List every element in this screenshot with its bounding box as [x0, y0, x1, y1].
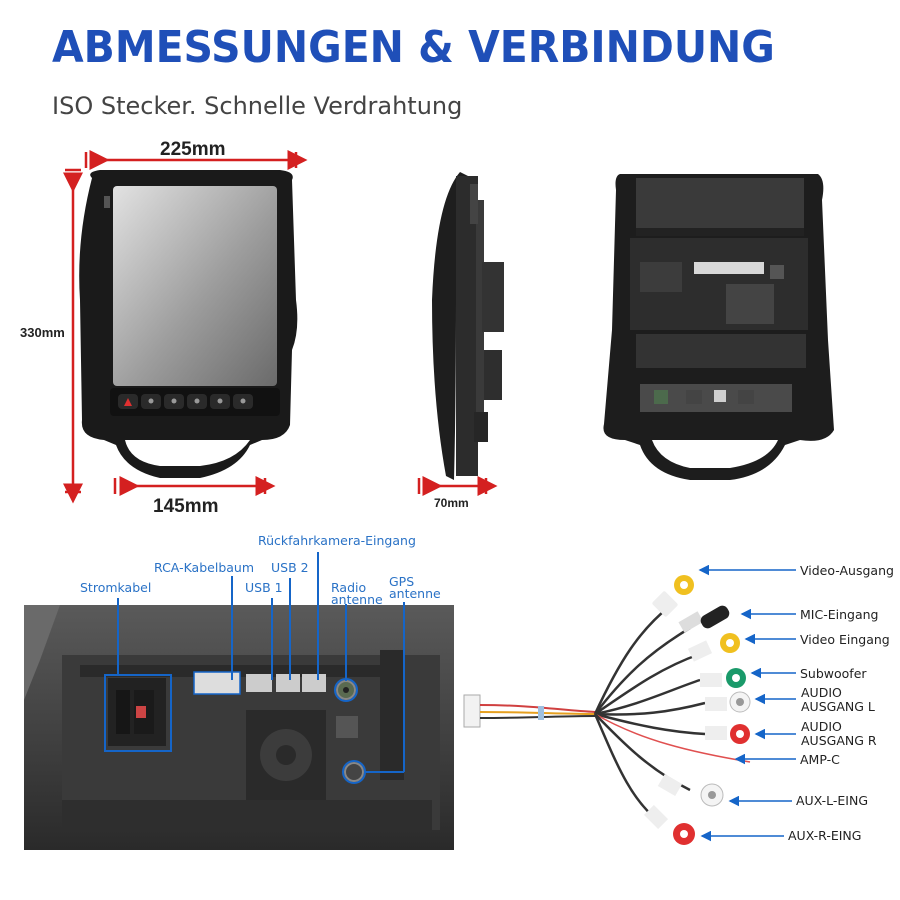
stromkabel-connector	[108, 678, 166, 746]
port-label-radio-line1: Radio	[331, 580, 367, 595]
cable-label-aux-r: AUX-R-EING	[788, 828, 862, 843]
plug-mic	[678, 605, 730, 633]
port-label-rueckfahrkamera: Rückfahrkamera-Eingang	[258, 533, 416, 548]
cable-label-subwoofer: Subwoofer	[800, 666, 867, 681]
plug-video-in	[687, 633, 740, 662]
cable-label-video-in: Video Eingang	[800, 632, 890, 647]
gps-antenna-ring	[342, 760, 366, 784]
port-label-gps-line2: antenne	[389, 586, 441, 601]
dimension-width-bottom-label: 145mm	[153, 496, 219, 517]
cable-label-audio-r-line1: AUDIO	[801, 719, 842, 734]
dimension-line-depth	[417, 476, 498, 496]
cable-label-audio-r-line2: AUSGANG R	[801, 733, 877, 748]
plug-aux-l	[657, 773, 724, 807]
dimension-depth-label: 70mm	[434, 496, 469, 510]
port-closeup	[24, 605, 454, 850]
cable-label-aux-l: AUX-L-EING	[796, 793, 869, 808]
back-view-unit	[603, 174, 834, 480]
dimension-width-top-label: 225mm	[160, 139, 226, 160]
plug-video-out	[652, 575, 694, 617]
front-view-unit	[79, 170, 298, 478]
page-subtitle: ISO Stecker. Schnelle Verdrahtung	[52, 92, 463, 120]
port-label-gps-line1: GPS	[389, 574, 415, 589]
port-label-usb1: USB 1	[245, 580, 283, 595]
rca-port-box	[193, 671, 241, 695]
plug-audio-r	[705, 724, 750, 744]
side-view-unit	[432, 172, 504, 480]
cable-label-audio-l-line1: AUDIO	[801, 685, 842, 700]
port-label-rca: RCA-Kabelbaum	[154, 560, 255, 575]
port-label-stromkabel: Stromkabel	[80, 580, 152, 595]
plug-subwoofer	[700, 668, 746, 688]
cable-harness	[463, 575, 751, 845]
cable-label-amp: AMP-C	[800, 752, 840, 767]
cable-label-audio-l-line2: AUSGANG L	[801, 699, 875, 714]
plug-audio-l	[705, 691, 751, 713]
port-label-radio-line2: antenne	[331, 592, 383, 607]
cable-label-video-out: Video-Ausgang	[800, 563, 894, 578]
cable-label-mic: MIC-Eingang	[800, 607, 879, 622]
port-label-usb2: USB 2	[271, 560, 309, 575]
radio-antenna-ring	[334, 678, 358, 702]
port-callouts	[104, 552, 405, 773]
front-buttons	[118, 394, 253, 409]
plug-aux-r	[643, 804, 695, 845]
page-title: ABMESSUNGEN & VERBINDUNG	[52, 22, 775, 73]
cable-callouts	[698, 564, 796, 842]
dimension-lines-front	[63, 150, 308, 504]
dimension-height-label: 330mm	[20, 325, 65, 340]
